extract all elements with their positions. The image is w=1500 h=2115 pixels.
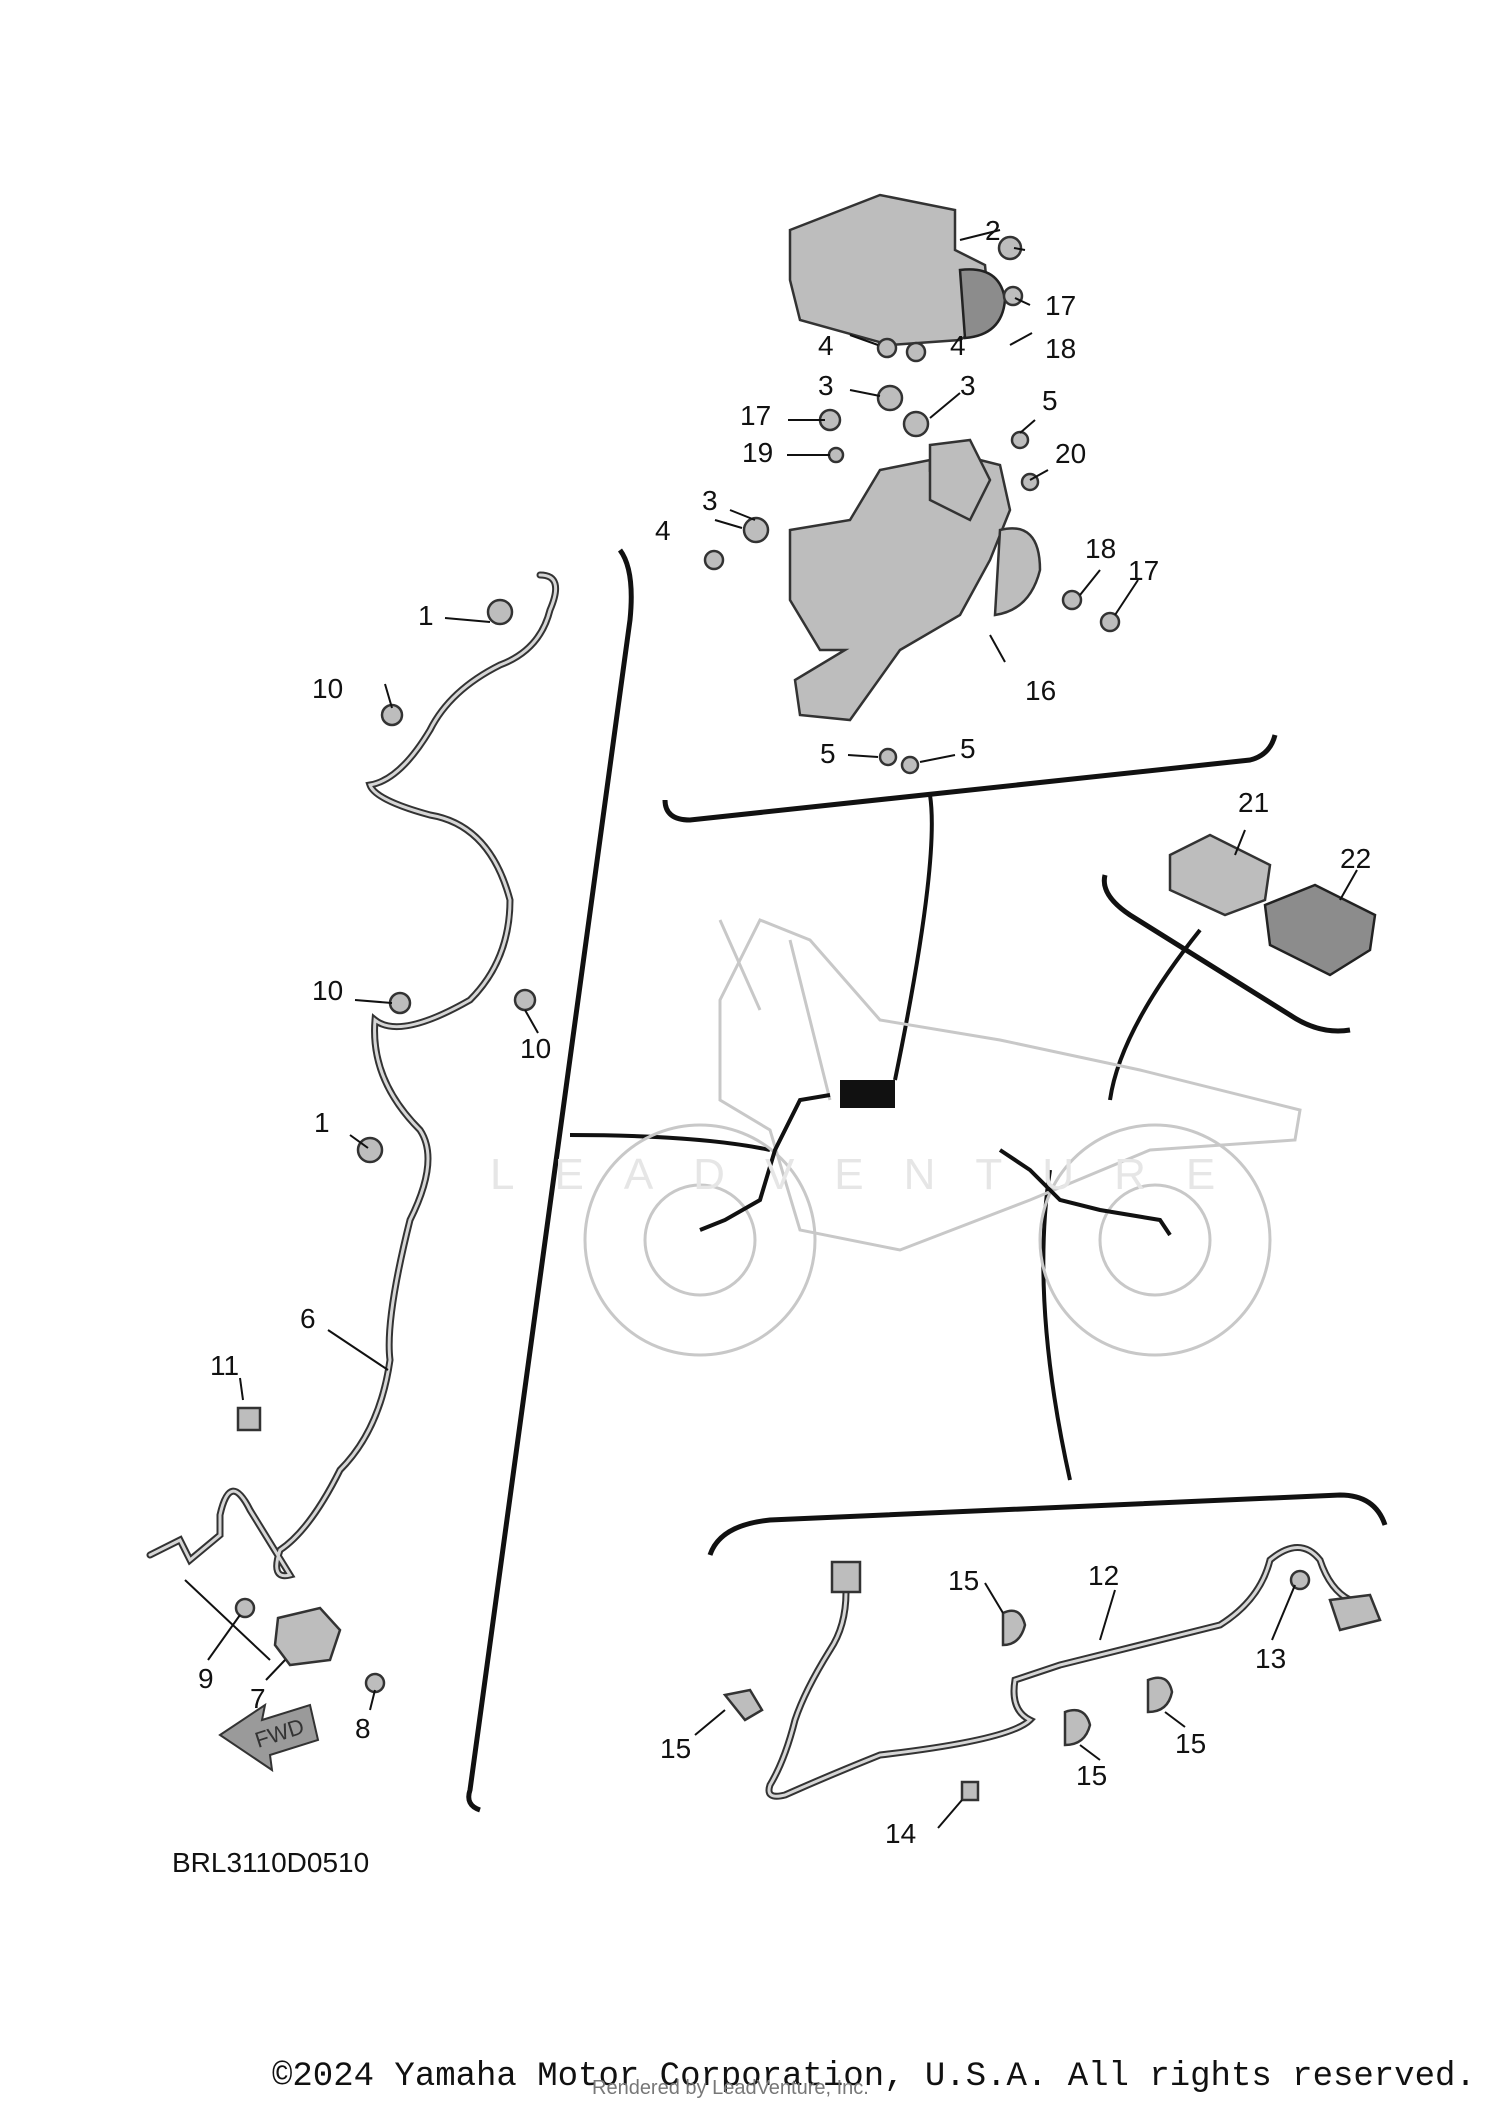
callout-4b: 4 bbox=[950, 330, 966, 361]
callout-10a: 10 bbox=[312, 673, 343, 704]
callout-22: 22 bbox=[1340, 843, 1371, 874]
front-wheel-sensor-harness bbox=[146, 571, 560, 1694]
callout-leaders bbox=[184, 247, 1358, 1829]
callout-15d: 15 bbox=[1175, 1728, 1206, 1759]
callout-17c: 17 bbox=[1128, 555, 1159, 586]
callout-17a: 17 bbox=[1045, 290, 1076, 321]
callout-3b: 3 bbox=[960, 370, 976, 401]
callout-15c: 15 bbox=[1076, 1760, 1107, 1791]
callout-18b: 18 bbox=[1085, 533, 1116, 564]
callout-7: 7 bbox=[250, 1683, 266, 1714]
callout-19: 19 bbox=[742, 437, 773, 468]
callout-5c: 5 bbox=[960, 733, 976, 764]
callout-9: 9 bbox=[198, 1663, 214, 1694]
callout-21: 21 bbox=[1238, 787, 1269, 818]
group-brackets bbox=[466, 548, 1388, 1813]
copyright-notice: ©2024 Yamaha Motor Corporation, U.S.A. A… bbox=[272, 2058, 1476, 2096]
ecu-modules bbox=[1168, 833, 1377, 977]
abs-hydraulic-unit bbox=[788, 193, 1007, 347]
callout-3a: 3 bbox=[818, 370, 834, 401]
callout-16: 16 bbox=[1025, 675, 1056, 706]
callout-1a: 1 bbox=[418, 600, 434, 631]
callout-10c: 10 bbox=[520, 1033, 551, 1064]
diagram-code: BRL3110D0510 bbox=[172, 1847, 370, 1878]
abs-fasteners bbox=[703, 235, 1121, 775]
callout-3c: 3 bbox=[702, 485, 718, 516]
callout-12: 12 bbox=[1088, 1560, 1119, 1591]
callout-20: 20 bbox=[1055, 438, 1086, 469]
callout-4a: 4 bbox=[818, 330, 834, 361]
motorcycle-silhouette bbox=[583, 918, 1302, 1357]
abs-mounting-bracket bbox=[788, 438, 1042, 722]
rendered-by-credit: Rendered by LeadVenture, Inc. bbox=[592, 2077, 869, 2099]
callout-4c: 4 bbox=[655, 515, 671, 546]
callout-5a: 5 bbox=[1042, 385, 1058, 416]
rear-wheel-sensor-harness bbox=[722, 1544, 1382, 1802]
callout-13: 13 bbox=[1255, 1643, 1286, 1674]
callout-11: 11 bbox=[210, 1350, 239, 1381]
callout-1b: 1 bbox=[314, 1107, 330, 1138]
callout-10b: 10 bbox=[312, 975, 343, 1006]
callout-15b: 15 bbox=[660, 1733, 691, 1764]
callout-6: 6 bbox=[300, 1303, 316, 1334]
callout-18a: 18 bbox=[1045, 333, 1076, 364]
callouts: 1 1 2 3 3 3 4 4 4 5 5 5 6 7 8 9 10 10 10… bbox=[198, 215, 1371, 1849]
callout-5b: 5 bbox=[820, 738, 836, 769]
callout-14: 14 bbox=[885, 1818, 916, 1849]
abs-unit-location bbox=[840, 1080, 895, 1108]
watermark-text: LEADVENTURE bbox=[490, 1150, 1256, 1199]
fwd-arrow: FWD bbox=[218, 1702, 320, 1773]
callout-17b: 17 bbox=[740, 400, 771, 431]
callout-8: 8 bbox=[355, 1713, 371, 1744]
callout-2: 2 bbox=[985, 215, 1001, 246]
callout-15a: 15 bbox=[948, 1565, 979, 1596]
